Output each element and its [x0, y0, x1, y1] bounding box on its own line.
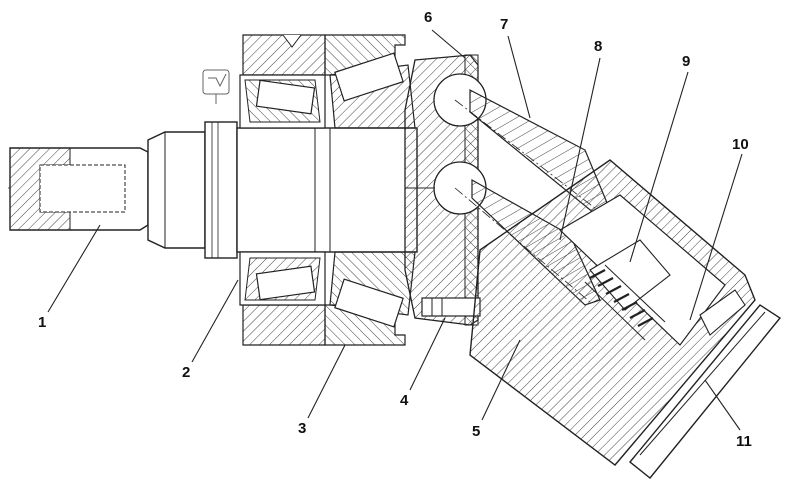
- return-spring: [584, 264, 666, 341]
- valve-plate: [629, 304, 782, 479]
- callout-10: 10: [732, 136, 749, 153]
- bearing-housing-top: [239, 34, 416, 129]
- callout-9: 9: [682, 53, 690, 70]
- drive-shaft: [9, 121, 418, 259]
- surface-finish-symbol: [202, 69, 230, 104]
- callout-3: 3: [298, 420, 306, 437]
- callout-6: 6: [424, 9, 432, 26]
- callout-1: 1: [38, 314, 46, 331]
- cylinder-block: [469, 159, 756, 466]
- flange-bolt: [421, 297, 481, 317]
- callout-8: 8: [594, 38, 602, 55]
- callout-4: 4: [400, 392, 409, 409]
- callout-7: 7: [500, 16, 508, 33]
- callout-labels: 1 2 3 4 5 6 7 8 9 10 11: [38, 9, 752, 450]
- callout-5: 5: [472, 423, 480, 440]
- callout-11: 11: [736, 433, 752, 450]
- callout-2: 2: [182, 364, 190, 381]
- bearing-housing-bottom: [239, 251, 416, 346]
- leader-lines: [47, 29, 743, 431]
